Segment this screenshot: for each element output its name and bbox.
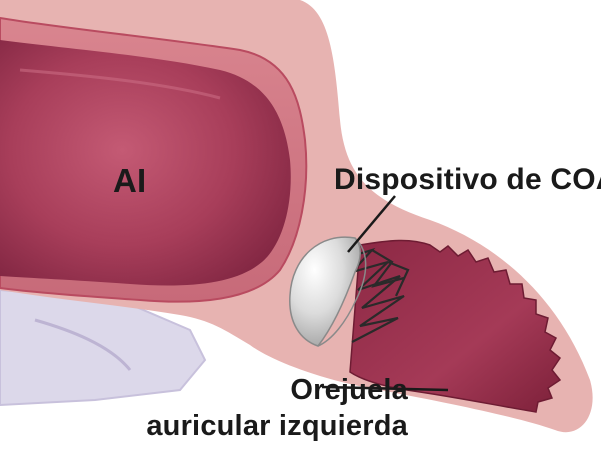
appendage-label-line2: auricular izquierda bbox=[0, 408, 408, 444]
appendage-label: Orejuela auricular izquierda bbox=[0, 372, 408, 444]
left-atrium-label: AI bbox=[113, 163, 146, 199]
device-label: Dispositivo de COAI bbox=[334, 163, 601, 197]
appendage-label-line1: Orejuela bbox=[0, 372, 408, 408]
